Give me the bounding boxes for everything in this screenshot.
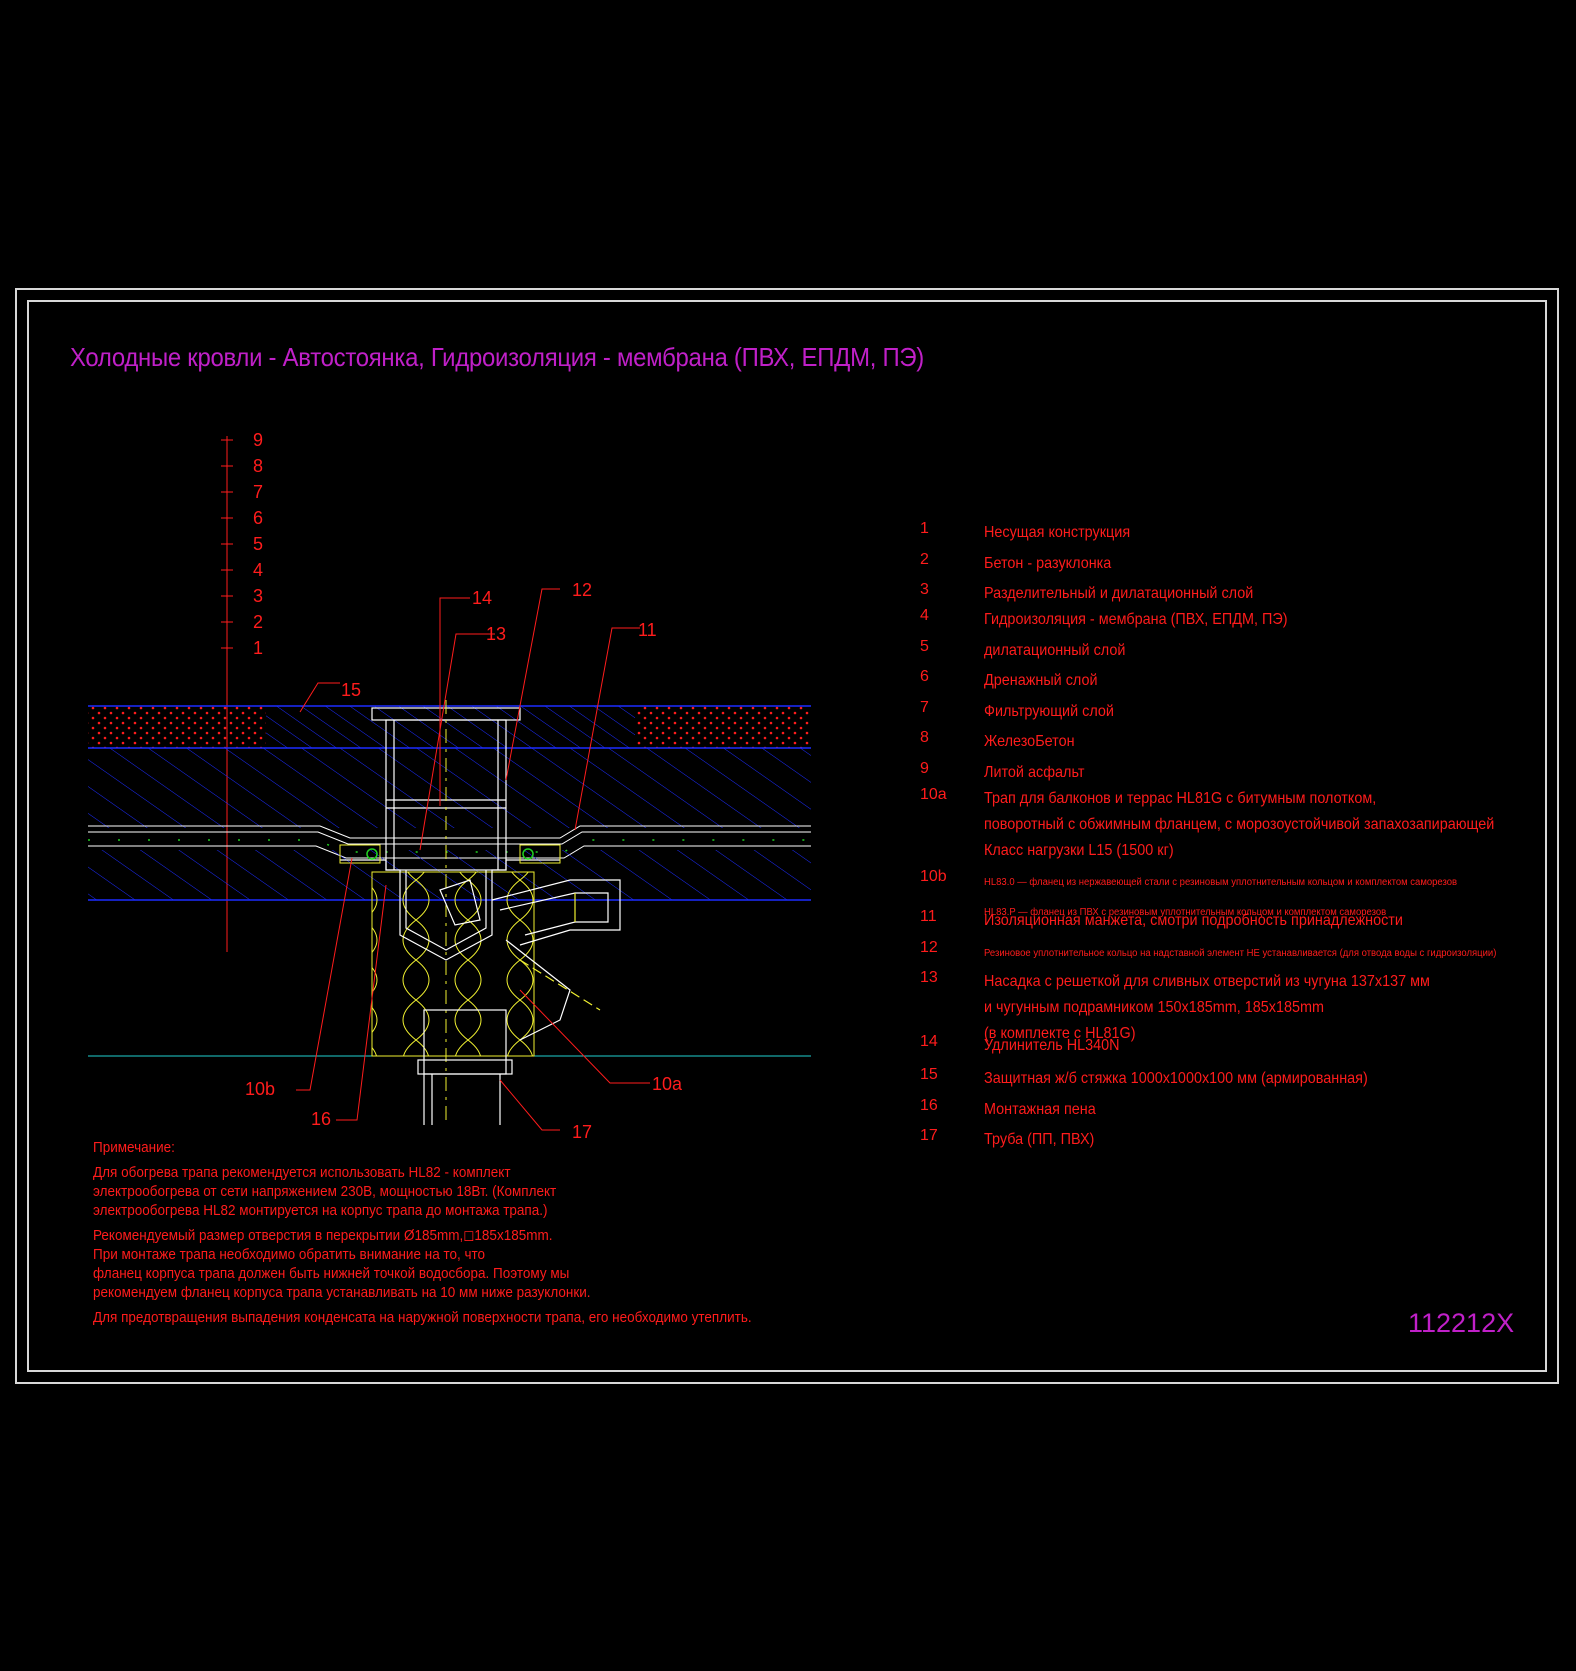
legend-number: 4 (920, 607, 929, 624)
scale-label: 2 (253, 612, 263, 632)
legend-text: Удлинитель HL340N (984, 1037, 1120, 1054)
note-line: фланец корпуса трапа должен быть нижней … (93, 1265, 570, 1282)
note-line: Рекомендуемый размер отверстия в перекры… (93, 1227, 553, 1244)
legend-text: Разделительный и дилатационный слой (984, 585, 1254, 602)
legend-text: и чугунным подрамником 150х185mm, 185х18… (984, 999, 1325, 1016)
legend-number: 6 (920, 668, 929, 685)
scale-label: 1 (253, 638, 263, 658)
callout-label: 10a (652, 1074, 683, 1094)
legend-text: Насадка с решеткой для сливных отверстий… (984, 973, 1430, 990)
scale-label: 9 (253, 430, 263, 450)
note-paragraph-condensation: Для предотвращения выпадения конденсата … (93, 1308, 813, 1327)
legend-text: Гидроизоляция - мембрана (ПВХ, ЕПДМ, ПЭ) (984, 611, 1288, 628)
legend-number: 14 (920, 1033, 938, 1050)
note-line: электрообогрева HL82 монтируется на корп… (93, 1202, 548, 1219)
flange-clamps (339, 844, 561, 864)
legend-text: Дренажный слой (984, 672, 1098, 689)
note-line: Для обогрева трапа рекомендуется использ… (93, 1164, 511, 1181)
legend-text: Литой асфальт (984, 764, 1085, 781)
legend-number: 16 (920, 1097, 938, 1114)
legend-text: Труба (ПП, ПВХ) (984, 1131, 1095, 1148)
outer-frame (15, 288, 1559, 1384)
legend-number: 1 (920, 520, 929, 537)
callout-label: 14 (472, 588, 492, 608)
legend-text: (в комплекте с HL81G) (984, 1025, 1136, 1042)
scale-label: 7 (253, 482, 263, 502)
drain-body (340, 859, 621, 1041)
legend-number: 3 (920, 581, 929, 598)
legend-number: 2 (920, 551, 929, 568)
note-line: рекомендуем фланец корпуса трапа устанав… (93, 1284, 591, 1301)
scale-label: 3 (253, 586, 263, 606)
concrete-slope-layer (88, 748, 811, 828)
legend-text: HL83.0 — фланец из нержавеющей стали с р… (984, 877, 1458, 888)
legend-number: 10a (920, 786, 947, 803)
legend-text: Изоляционная манжета, смотри подробность… (984, 912, 1403, 929)
asphalt-layer-right (635, 706, 811, 748)
asphalt-layer-left (88, 706, 266, 748)
legend-text: Трап для балконов и террас HL81G с битум… (984, 790, 1377, 807)
callout-label: 12 (572, 580, 592, 600)
legend-text: Несущая конструкция (984, 524, 1131, 541)
note-paragraph-opening: Рекомендуемый размер отверстия в перекры… (93, 1226, 813, 1302)
legend-number: 5 (920, 638, 929, 655)
legend-text: Резиновое уплотнительное кольцо на надст… (984, 948, 1497, 959)
legend-text: Защитная ж/б стяжка 1000х1000х100 мм (ар… (984, 1070, 1368, 1087)
callout-label: 11 (638, 620, 657, 640)
scale-label: 6 (253, 508, 263, 528)
outlet-pipe (417, 1009, 513, 1125)
callout-label: 15 (341, 680, 361, 700)
note-line: Для предотвращения выпадения конденсата … (93, 1309, 752, 1326)
legend-text: Бетон - разуклонка (984, 555, 1112, 572)
inner-frame (27, 300, 1547, 1372)
legend-text: дилатационный слой (984, 642, 1126, 659)
legend-text: ЖелезоБетон (984, 733, 1075, 750)
callout-label: 13 (486, 624, 506, 644)
note-line: электрообогрева от сети напряжением 230В… (93, 1183, 557, 1200)
legend-text: HL83.P — фланец из ПВХ с резиновым уплот… (984, 907, 1387, 918)
notes-block: Примечание: Для обогрева трапа рекоменду… (93, 1138, 813, 1327)
pu-foam-insulation (371, 871, 535, 1057)
drawing-title: Холодные кровли - Автостоянка, Гидроизол… (70, 342, 924, 372)
leader-lines (296, 588, 650, 1131)
scale-label: 4 (253, 560, 263, 580)
legend-text: Фильтрующий слой (984, 703, 1114, 720)
callout-label: 16 (311, 1109, 331, 1129)
legend-number: 7 (920, 699, 929, 716)
legend-number: 10b (920, 868, 947, 885)
scale-label: 5 (253, 534, 263, 554)
legend-text: поворотный с обжимным фланцем, с морозоу… (984, 816, 1495, 833)
legend-number: 11 (920, 908, 937, 925)
callout-label: 17 (572, 1122, 592, 1142)
note-paragraph-heating: Для обогрева трапа рекомендуется использ… (93, 1163, 813, 1220)
legend-number: 15 (920, 1066, 938, 1083)
notes-heading: Примечание: (93, 1139, 175, 1156)
note-line: При монтаже трапа необходимо обратить вн… (93, 1246, 486, 1263)
protective-slab (266, 706, 635, 748)
legend-text: Монтажная пена (984, 1101, 1096, 1118)
callout-label: 10b (245, 1079, 275, 1099)
legend-number: 17 (920, 1127, 938, 1144)
legend-number: 9 (920, 760, 929, 777)
legend-number: 12 (920, 939, 938, 956)
legend-text: Класс нагрузки L15 (1500 кг) (984, 842, 1174, 859)
legend-number: 8 (920, 729, 929, 746)
scale-label: 8 (253, 456, 263, 476)
drawing-code: 112212X (1408, 1308, 1515, 1338)
legend-number: 13 (920, 969, 938, 986)
